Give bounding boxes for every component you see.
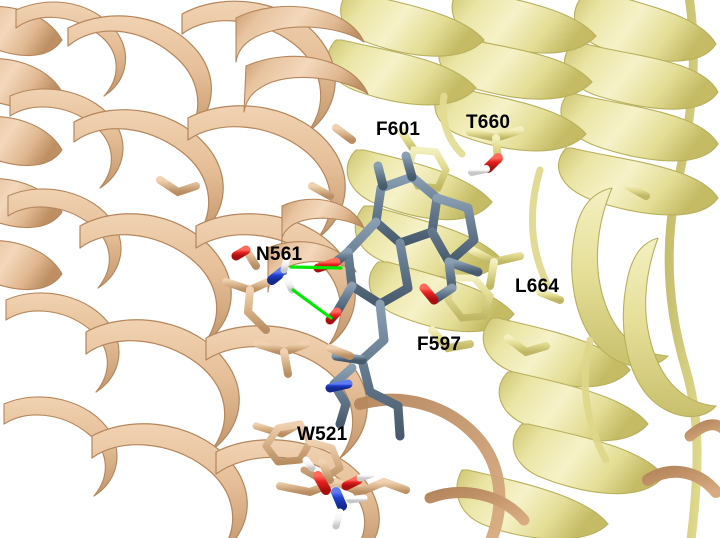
residue-label-f601: F601 xyxy=(376,119,421,140)
t660-hydroxyl xyxy=(468,153,503,176)
hydrogen-bond-2 xyxy=(291,288,333,320)
bound-nitrogen-stub xyxy=(325,379,353,393)
hydrogen-bond-1 xyxy=(289,265,343,270)
residue-n561 xyxy=(222,245,296,334)
residue-label-n561: N561 xyxy=(256,244,303,265)
residue-label-w521: W521 xyxy=(297,424,348,445)
hydrogen-bonds xyxy=(289,265,343,320)
ligand-lower-fragment xyxy=(329,363,357,429)
chain-b-sidechains xyxy=(398,126,650,357)
bottom-residue-sidechain xyxy=(276,456,410,530)
ligand-ether-oxygen xyxy=(419,283,439,305)
residue-label-t660: T660 xyxy=(466,112,511,133)
chain-a-sidechains xyxy=(156,124,356,378)
residue-label-l664: L664 xyxy=(515,276,560,297)
residue-label-f597: F597 xyxy=(417,334,462,355)
